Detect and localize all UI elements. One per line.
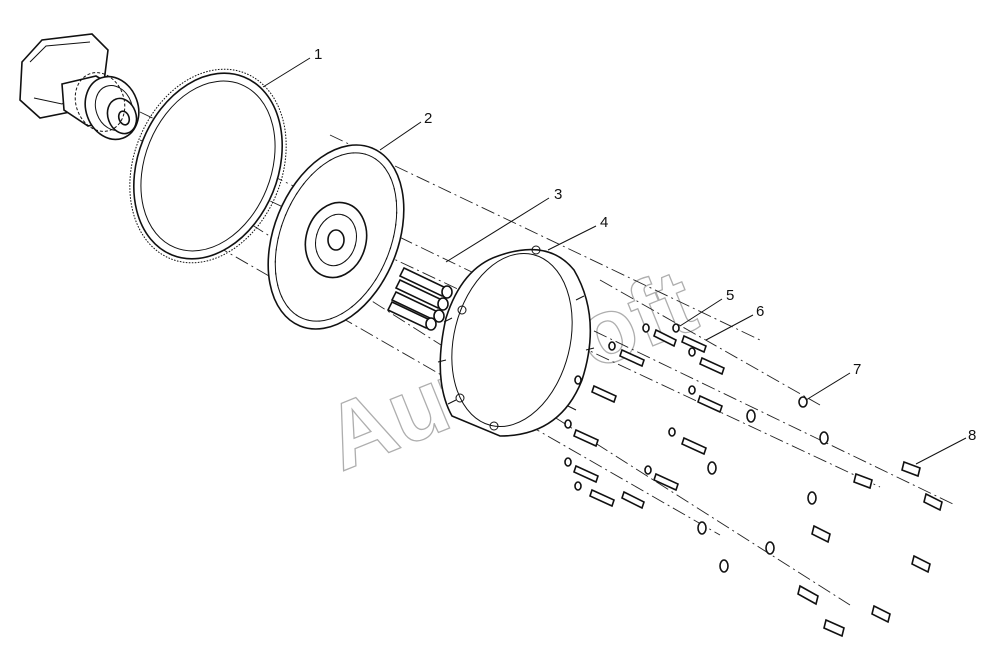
callout-8: 8: [968, 427, 976, 444]
callout-1: 1: [314, 46, 322, 63]
callout-6: 6: [756, 303, 764, 320]
callout-7: 7: [853, 361, 861, 378]
callout-4: 4: [600, 214, 608, 231]
flywheel-bolts: [386, 266, 453, 331]
ring-gear: [129, 68, 287, 264]
fasteners: [564, 323, 943, 638]
callout-5: 5: [726, 287, 734, 304]
callout-labels: 1 2 3 4 5 6 7 8: [314, 46, 976, 444]
leader-lines: [262, 57, 967, 465]
flywheel: [267, 144, 405, 330]
flywheel-housing: [437, 245, 595, 437]
crankshaft: [19, 33, 140, 141]
callout-2: 2: [424, 110, 432, 127]
callout-3: 3: [554, 186, 562, 203]
